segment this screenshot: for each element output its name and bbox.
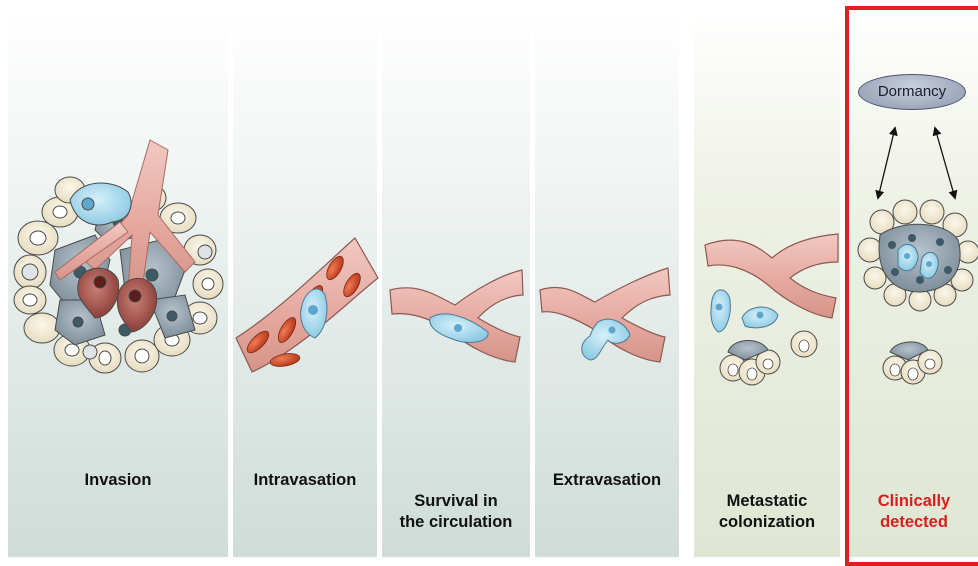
intravasation-vessel	[236, 238, 378, 372]
label-extravasation: Extravasation	[535, 470, 679, 491]
invasion-tumor	[14, 140, 223, 373]
label-detected: Clinically detected	[849, 470, 978, 533]
label-colonization: Metastatic colonization	[694, 470, 840, 533]
dormancy-oval: Dormancy	[858, 74, 966, 110]
dormancy-label: Dormancy	[878, 83, 946, 100]
detected-tumor	[858, 128, 978, 384]
colonization-site	[705, 234, 838, 385]
label-intravasation: Intravasation	[233, 470, 377, 491]
label-invasion: Invasion	[8, 470, 228, 491]
extravasation-vessel	[540, 268, 670, 362]
label-circulation: Survival in the circulation	[382, 470, 530, 533]
circulation-vessel	[390, 270, 523, 362]
